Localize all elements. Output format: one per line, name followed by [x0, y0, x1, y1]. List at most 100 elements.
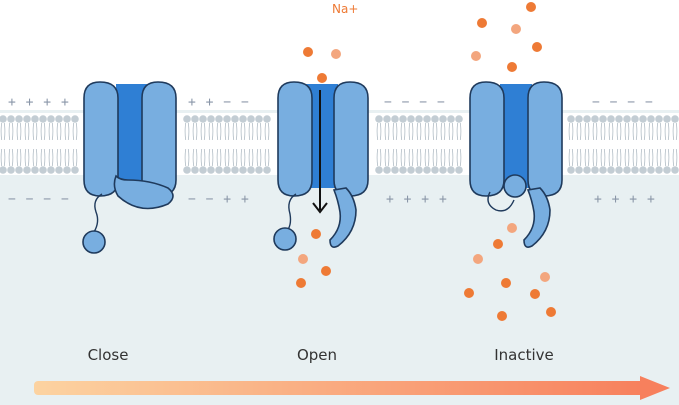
lipid-head: [439, 115, 447, 123]
lipid-tail: [32, 148, 38, 167]
lipid-head: [591, 115, 599, 123]
lipid-tail: [416, 122, 422, 141]
lipid-tail: [8, 122, 14, 141]
lipid-tail: [64, 148, 70, 167]
lipid-tail: [200, 122, 206, 141]
lipid-head: [375, 166, 383, 174]
lipid-tail: [592, 122, 598, 141]
lipid-tail: [56, 122, 62, 141]
sodium-ions: [296, 2, 556, 321]
lipid-tail: [576, 122, 582, 141]
lipid-tail: [240, 148, 246, 167]
lipid-head: [47, 166, 55, 174]
lipid-head: [391, 115, 399, 123]
lipid-head: [39, 115, 47, 123]
lipid-tail: [72, 148, 78, 167]
channel-inactive-gate-arm: [523, 187, 551, 248]
lipid-head: [431, 166, 439, 174]
charge-bottom-3: + + + +: [386, 192, 448, 207]
lipid-tail: [440, 122, 446, 141]
lipid-tail: [656, 148, 662, 167]
lipid-head: [655, 166, 663, 174]
lipid-head: [239, 166, 247, 174]
lipid-head: [631, 166, 639, 174]
channel-open-inactivation-ball: [273, 227, 297, 251]
charge-top-4: − − − −: [592, 95, 654, 110]
sodium-ion: [473, 254, 483, 264]
lipid-tail: [592, 148, 598, 167]
lipid-tail: [240, 122, 246, 141]
lipid-head: [0, 115, 7, 123]
lipid-tail: [584, 122, 590, 141]
lipid-tail: [248, 148, 254, 167]
lipid-tail: [432, 122, 438, 141]
lipid-tail: [216, 122, 222, 141]
channel-inactive-pore: [500, 84, 532, 188]
charge-top-1: + + + +: [8, 95, 70, 110]
lipid-head: [47, 115, 55, 123]
lipid-head: [639, 166, 647, 174]
sodium-ion: [317, 73, 327, 83]
channel-closed-tether: [93, 193, 103, 233]
lipid-head: [7, 166, 15, 174]
lipid-tail: [264, 122, 270, 141]
channel-inactive-right-subunit: [527, 81, 563, 197]
lipid-head: [607, 166, 615, 174]
lipid-tail: [32, 122, 38, 141]
lipid-head: [583, 115, 591, 123]
lipid-tail: [640, 148, 646, 167]
lipid-head: [0, 166, 7, 174]
sodium-ion: [464, 288, 474, 298]
lipid-head: [455, 115, 463, 123]
lipid-tail: [664, 148, 670, 167]
channel-inactive-tether: [487, 191, 515, 212]
lipid-tail: [64, 122, 70, 141]
sodium-ion: [526, 2, 536, 12]
lipid-head: [623, 166, 631, 174]
lipid-head: [455, 166, 463, 174]
charge-top-3: − − − −: [384, 95, 446, 110]
channel-closed-right-subunit: [141, 81, 177, 197]
lipid-head: [399, 115, 407, 123]
lipid-head: [575, 166, 583, 174]
sodium-ion: [296, 278, 306, 288]
state-label-open: Open: [297, 346, 337, 364]
lipid-head: [207, 115, 215, 123]
lipid-head: [415, 115, 423, 123]
progression-arrow: [34, 376, 670, 400]
lipid-tail: [200, 148, 206, 167]
charge-bottom-1: − − − −: [8, 192, 70, 207]
lipid-tail: [376, 122, 382, 141]
lipid-head: [199, 115, 207, 123]
lipid-tail: [216, 148, 222, 167]
lipid-tail: [648, 122, 654, 141]
charge-bottom-2: − − + +: [188, 192, 250, 207]
lipid-tail: [664, 122, 670, 141]
lipid-tail: [232, 122, 238, 141]
lipid-tail: [0, 122, 6, 141]
lipid-head: [375, 115, 383, 123]
lipid-head: [647, 166, 655, 174]
channel-open: [273, 81, 369, 251]
lipid-tail: [16, 148, 22, 167]
lipid-head: [215, 166, 223, 174]
sodium-ion: [311, 229, 321, 239]
channel-closed-inactivation-ball: [82, 230, 106, 254]
lipid-tail: [448, 122, 454, 141]
lipid-tail: [392, 122, 398, 141]
sodium-ion: [540, 272, 550, 282]
sodium-ion: [298, 254, 308, 264]
lipid-tail: [456, 122, 462, 141]
lipid-head: [15, 166, 23, 174]
lipid-head: [591, 166, 599, 174]
lipid-tail: [192, 122, 198, 141]
lipid-tail: [16, 122, 22, 141]
lipid-tail: [48, 148, 54, 167]
lipid-head: [671, 166, 679, 174]
state-label-inactive: Inactive: [494, 346, 554, 364]
channel-inactive-left-subunit: [469, 81, 505, 197]
lipid-head: [71, 115, 79, 123]
lipid-head: [31, 115, 39, 123]
lipid-tail: [392, 148, 398, 167]
